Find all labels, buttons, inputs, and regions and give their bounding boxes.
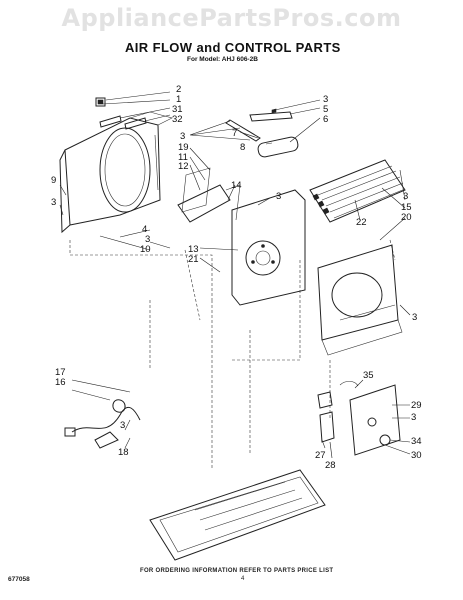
foam-strip-part	[99, 115, 147, 130]
callout-10: 10	[140, 244, 151, 255]
callout-12: 12	[178, 161, 189, 172]
assembly-guide-lines	[69, 239, 396, 470]
callout-3-top: 3	[323, 94, 328, 105]
callout-21: 21	[188, 254, 199, 265]
leader-lines	[59, 91, 411, 459]
callout-9: 9	[51, 175, 56, 186]
callout-3-cord: 3	[120, 420, 125, 431]
callout-15: 15	[401, 202, 412, 213]
callout-30: 30	[411, 450, 422, 461]
front-panel	[317, 244, 403, 356]
callout-18: 18	[118, 447, 129, 458]
callout-19: 19	[178, 142, 189, 153]
callout-labels: 2 1 31 32 3 5 6 3 7 8 19 11 12 14 3 9 3 …	[51, 84, 422, 471]
bulkhead-panel	[177, 167, 306, 306]
callout-5: 5	[323, 104, 328, 115]
capacitor-part	[257, 136, 299, 158]
callout-4: 4	[142, 224, 147, 235]
model-number: For Model: AHJ 606-2B	[187, 56, 258, 63]
callout-11: 11	[178, 152, 188, 163]
callout-31: 31	[172, 104, 183, 115]
callout-16: 16	[55, 377, 66, 388]
callout-3-bracket: 3	[180, 131, 185, 142]
callout-3-panel: 3	[412, 312, 417, 323]
callout-3-lower: 3	[145, 234, 150, 245]
ordering-footnote: FOR ORDERING INFORMATION REFER TO PARTS …	[140, 568, 334, 574]
callout-32: 32	[172, 114, 183, 125]
control-switch-part	[317, 381, 401, 456]
callout-34: 34	[411, 436, 422, 447]
callout-27: 27	[315, 450, 326, 461]
base-pan	[149, 469, 326, 561]
callout-8: 8	[240, 142, 245, 153]
callout-7: 7	[232, 128, 237, 139]
callout-3-switch: 3	[411, 412, 416, 423]
watermark: AppliancePartsPros.com	[61, 4, 402, 32]
callout-6: 6	[323, 114, 328, 125]
callout-35: 35	[363, 370, 374, 381]
fan-shroud	[59, 111, 173, 234]
callout-3-coil: 3	[403, 191, 408, 202]
document-number: 677058	[8, 576, 30, 583]
callout-17: 17	[55, 367, 66, 378]
page-number: 4	[241, 576, 245, 582]
callout-1: 1	[176, 94, 181, 105]
callout-13: 13	[188, 244, 199, 255]
diagram-title: AIR FLOW and CONTROL PARTS	[125, 40, 341, 55]
callout-29: 29	[411, 400, 422, 411]
callout-22: 22	[356, 217, 367, 228]
callout-14: 14	[231, 180, 242, 191]
callout-2: 2	[176, 84, 181, 95]
power-cord-part	[64, 399, 141, 449]
callout-28: 28	[325, 460, 336, 471]
callout-3-shroud: 3	[51, 197, 56, 208]
callout-20: 20	[401, 212, 412, 223]
grommet-part	[95, 97, 106, 107]
coil-part	[309, 159, 406, 223]
callout-3-bulkhead: 3	[276, 191, 281, 202]
